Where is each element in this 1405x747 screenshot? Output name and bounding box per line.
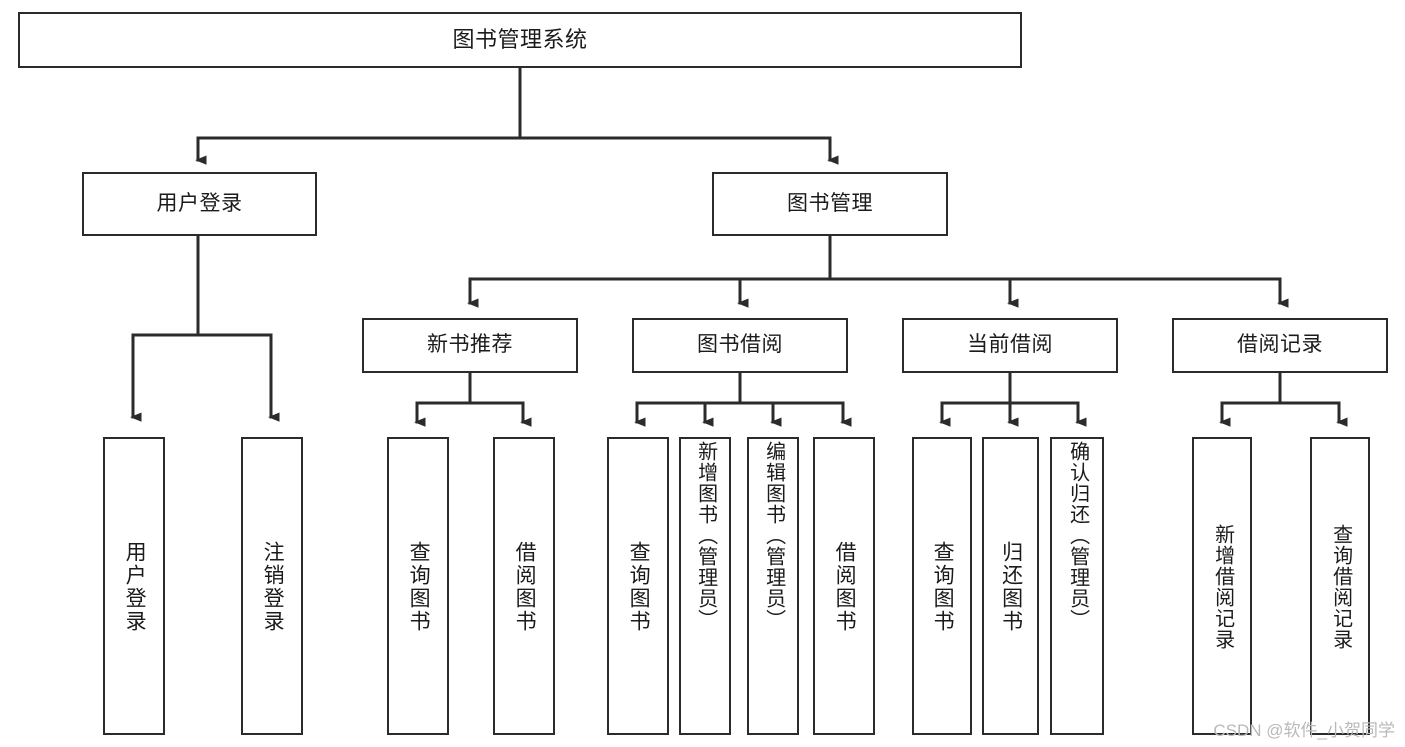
leaf-add-borrow-record[interactable]: 新增借阅记录 <box>1192 437 1252 735</box>
node-label: 归还图书 <box>999 541 1023 633</box>
node-label: 查询图书 <box>931 541 955 633</box>
watermark-text: CSDN @软件_小贺同学 <box>1213 721 1395 740</box>
node-label: 新书推荐 <box>427 333 513 357</box>
leaf-return-book[interactable]: 归还图书 <box>982 437 1039 735</box>
node-label: 用户登录 <box>156 191 243 215</box>
node-label: 借阅图书 <box>833 541 857 633</box>
node-label: 编辑图书（管理员） <box>762 441 785 630</box>
node-current-borrow[interactable]: 当前借阅 <box>902 318 1118 373</box>
node-user-login[interactable]: 用户登录 <box>82 172 317 236</box>
node-label: 新增图书（管理员） <box>694 441 717 630</box>
leaf-query-borrow-record[interactable]: 查询借阅记录 <box>1310 437 1370 735</box>
leaf-query-book-borrow[interactable]: 查询图书 <box>607 437 669 735</box>
node-label: 图书管理系统 <box>452 27 588 53</box>
node-new-book-recommend[interactable]: 新书推荐 <box>362 318 578 373</box>
node-borrow-record[interactable]: 借阅记录 <box>1172 318 1388 373</box>
node-book-borrow[interactable]: 图书借阅 <box>632 318 848 373</box>
node-label: 借阅图书 <box>513 541 537 633</box>
node-label: 借阅记录 <box>1237 333 1323 357</box>
node-label: 确认归还（管理员） <box>1066 441 1089 630</box>
leaf-confirm-return-admin[interactable]: 确认归还（管理员） <box>1050 437 1104 735</box>
node-label: 图书借阅 <box>697 333 783 357</box>
leaf-logout-login[interactable]: 注销登录 <box>241 437 303 735</box>
node-label: 用户登录 <box>123 541 147 633</box>
leaf-user-login[interactable]: 用户登录 <box>103 437 165 735</box>
leaf-borrow-book[interactable]: 借阅图书 <box>813 437 875 735</box>
node-label: 注销登录 <box>261 541 285 633</box>
node-label: 查询图书 <box>627 541 651 633</box>
leaf-edit-book-admin[interactable]: 编辑图书（管理员） <box>747 437 799 735</box>
node-root-system[interactable]: 图书管理系统 <box>18 12 1022 68</box>
node-book-management[interactable]: 图书管理 <box>712 172 948 236</box>
node-label: 查询图书 <box>407 541 431 633</box>
node-label: 查询借阅记录 <box>1329 524 1352 650</box>
leaf-query-book-recommend[interactable]: 查询图书 <box>387 437 449 735</box>
node-label: 当前借阅 <box>967 333 1053 357</box>
node-label: 图书管理 <box>787 191 873 215</box>
leaf-add-book-admin[interactable]: 新增图书（管理员） <box>679 437 731 735</box>
leaf-query-book-current[interactable]: 查询图书 <box>912 437 972 735</box>
node-label: 新增借阅记录 <box>1211 524 1234 650</box>
leaf-borrow-book-recommend[interactable]: 借阅图书 <box>493 437 555 735</box>
